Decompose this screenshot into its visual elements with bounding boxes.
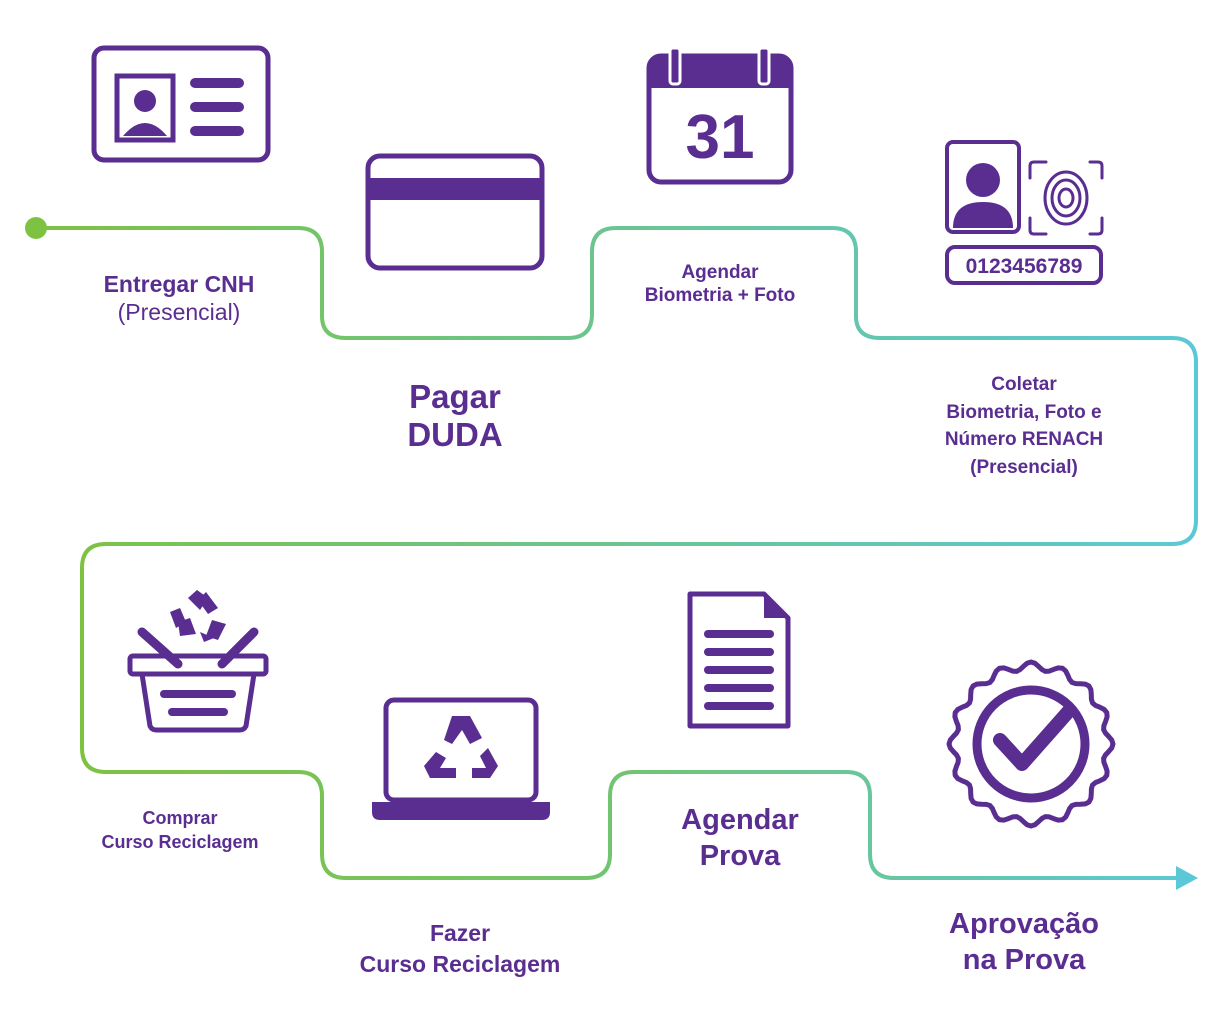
step-agendar-biometria-line2: Biometria + Foto — [644, 285, 796, 307]
step-pagar-duda: Pagar DUDA — [355, 378, 555, 454]
step-aprovacao-line1: Aprovação — [949, 908, 1099, 940]
step-fazer-curso: Fazer Curso Reciclagem — [340, 918, 580, 980]
step-agendar-prova-line1: Agendar — [681, 804, 799, 836]
recycle-laptop-icon — [372, 697, 550, 820]
step-coletar-line4: (Presencial) — [970, 456, 1078, 478]
credit-card-icon — [365, 153, 545, 271]
calendar-day: 31 — [686, 103, 755, 172]
step-coletar-line2: Biometria, Foto e — [946, 401, 1102, 423]
calendar-icon: 31 — [646, 46, 794, 185]
step-coletar-line1: Coletar — [991, 374, 1057, 395]
step-comprar-line1: Comprar — [142, 808, 218, 828]
step-fazer-line2: Curso Reciclagem — [359, 951, 561, 978]
path-bottom — [80, 542, 1176, 880]
step-aprovacao-line2: na Prova — [962, 944, 1086, 977]
biometric-number: 0123456789 — [966, 255, 1083, 278]
step-entregar-cnh-title: Entregar CNH — [103, 271, 255, 297]
step-comprar-line2: Curso Reciclagem — [101, 832, 259, 853]
path-top — [36, 226, 1198, 546]
id-card-icon — [91, 45, 271, 163]
path-arrowhead — [1176, 866, 1198, 890]
step-entregar-cnh: Entregar CNH (Presencial) — [74, 270, 284, 326]
step-agendar-prova-line2: Prova — [699, 840, 781, 873]
biometric-id-icon: 0123456789 — [945, 140, 1104, 285]
approval-badge-icon — [946, 659, 1116, 829]
path-start-dot — [25, 217, 47, 239]
step-fazer-line1: Fazer — [429, 920, 491, 946]
step-agendar-prova: Agendar Prova — [630, 802, 850, 875]
step-aprovacao: Aprovação na Prova — [914, 906, 1134, 979]
step-agendar-biometria: Agendar Biometria + Foto — [610, 261, 830, 307]
step-comprar-curso: Comprar Curso Reciclagem — [70, 806, 290, 855]
step-coletar-line3: Número RENACH — [944, 429, 1104, 451]
step-agendar-biometria-line1: Agendar — [681, 262, 759, 283]
document-icon — [687, 591, 791, 729]
step-coletar-biometria: Coletar Biometria, Foto e Número RENACH … — [914, 371, 1134, 481]
recycle-basket-icon — [127, 590, 269, 733]
step-pagar-duda-line2: DUDA — [407, 415, 503, 453]
step-pagar-duda-line1: Pagar — [409, 378, 501, 415]
step-entregar-cnh-subtitle: (Presencial) — [117, 299, 241, 326]
